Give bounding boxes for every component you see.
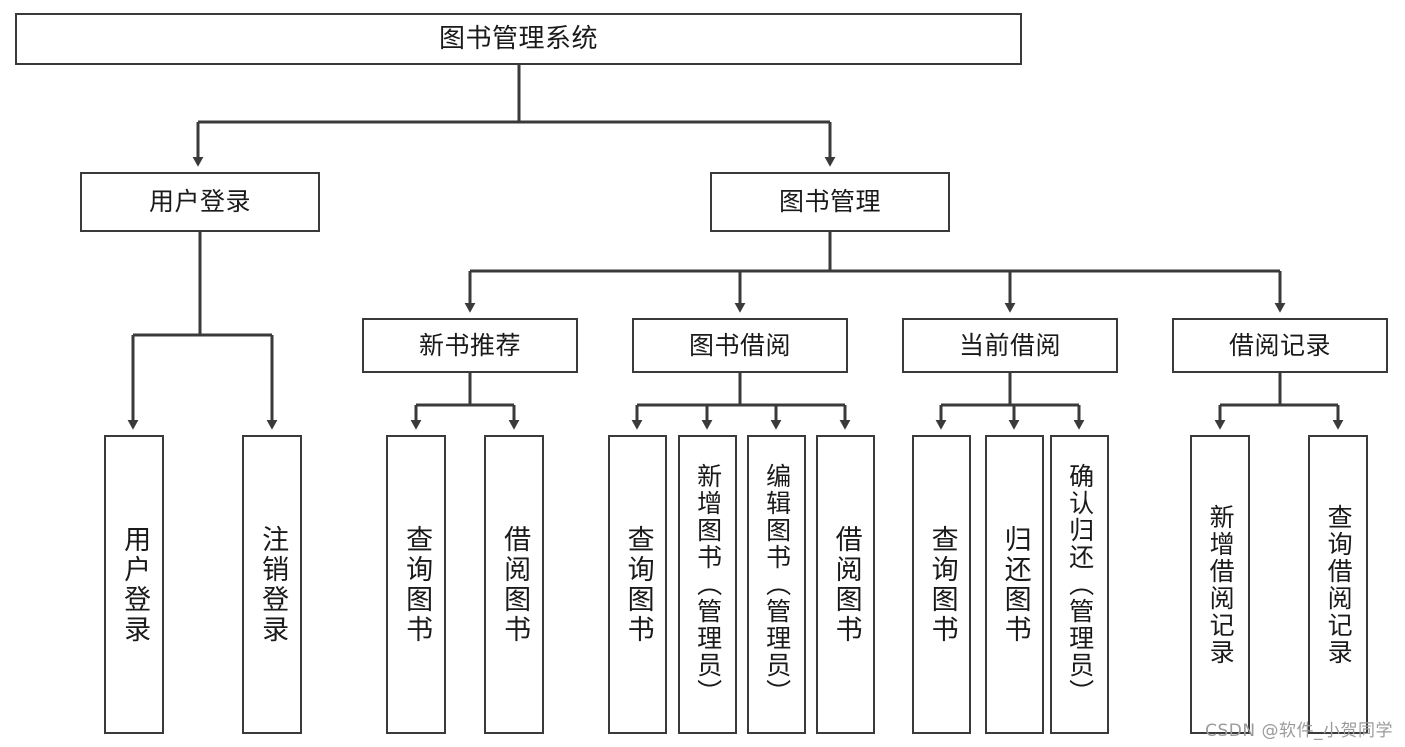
node-leaf-logout[interactable]: 注销登录 — [242, 435, 302, 734]
node-label: 借阅记录 — [1228, 330, 1331, 360]
node-label: 图书借阅 — [688, 330, 791, 360]
node-leaf-borrow-book-1[interactable]: 借阅图书 — [484, 435, 544, 734]
node-label: 用户登录 — [148, 187, 251, 217]
node-leaf-query-book-1[interactable]: 查询图书 — [386, 435, 446, 734]
node-leaf-borrow-book-2[interactable]: 借阅图书 — [816, 435, 875, 734]
node-leaf-query-book-3[interactable]: 查询图书 — [912, 435, 971, 734]
node-book-borrow[interactable]: 图书借阅 — [632, 318, 848, 373]
node-label: 确认归还（管理员） — [1065, 463, 1095, 706]
node-label: 图书管理 — [778, 187, 881, 217]
node-leaf-add-book[interactable]: 新增图书（管理员） — [678, 435, 737, 734]
node-label: 借阅图书 — [830, 524, 862, 645]
node-label: 归还图书 — [999, 524, 1031, 645]
node-label: 新书推荐 — [418, 330, 521, 360]
node-leaf-add-borrow-record[interactable]: 新增借阅记录 — [1190, 435, 1250, 734]
node-label: 查询图书 — [622, 524, 654, 645]
node-leaf-edit-book[interactable]: 编辑图书（管理员） — [747, 435, 806, 734]
node-new-book-recommend[interactable]: 新书推荐 — [362, 318, 578, 373]
node-label: 查询图书 — [401, 524, 433, 645]
node-label: 注销登录 — [257, 524, 289, 645]
node-label: 当前借阅 — [958, 330, 1061, 360]
node-root-system[interactable]: 图书管理系统 — [15, 13, 1022, 65]
node-current-borrow[interactable]: 当前借阅 — [902, 318, 1118, 373]
node-label: 图书管理系统 — [438, 23, 598, 54]
node-label: 新增借阅记录 — [1206, 503, 1236, 666]
node-label: 用户登录 — [119, 524, 151, 645]
node-leaf-query-book-2[interactable]: 查询图书 — [608, 435, 667, 734]
node-book-manage[interactable]: 图书管理 — [710, 172, 950, 232]
node-label: 查询图书 — [926, 524, 958, 645]
node-label: 借阅图书 — [499, 524, 531, 645]
node-leaf-query-borrow-record[interactable]: 查询借阅记录 — [1308, 435, 1368, 734]
node-leaf-confirm-return[interactable]: 确认归还（管理员） — [1050, 435, 1109, 734]
node-leaf-return-book[interactable]: 归还图书 — [985, 435, 1044, 734]
node-label: 编辑图书（管理员） — [762, 463, 792, 706]
node-user-login[interactable]: 用户登录 — [80, 172, 320, 232]
csdn-watermark: CSDN @软件_小贺同学 — [1205, 721, 1393, 741]
node-label: 新增图书（管理员） — [693, 463, 723, 706]
node-leaf-user-login[interactable]: 用户登录 — [104, 435, 164, 734]
node-label: 查询借阅记录 — [1324, 503, 1354, 666]
node-borrow-record[interactable]: 借阅记录 — [1172, 318, 1388, 373]
